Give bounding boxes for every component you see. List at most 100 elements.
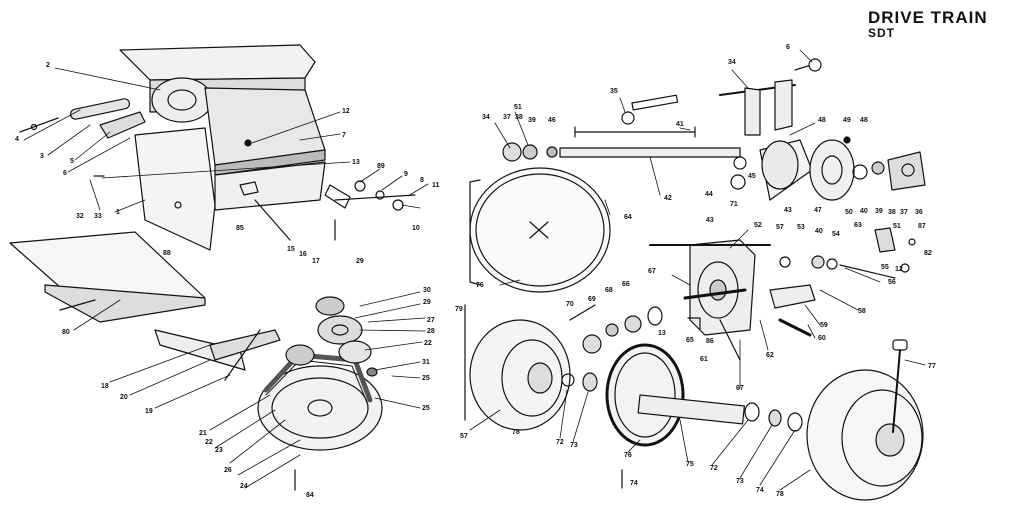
callout-56: 56 — [888, 279, 896, 286]
callout-38-a: 38 — [515, 114, 523, 121]
callout-12-right: 12 — [895, 266, 903, 273]
callout-65: 65 — [686, 337, 694, 344]
callout-13: 13 — [352, 159, 360, 166]
callout-77: 77 — [928, 363, 936, 370]
callout-2: 2 — [46, 62, 50, 69]
chute-plate — [9, 231, 206, 323]
callout-57-bottom: 57 — [460, 433, 468, 440]
callout-36: 36 — [915, 209, 923, 216]
leader-lines — [23, 49, 926, 491]
callout-18: 18 — [101, 383, 109, 390]
callout-34-b: 34 — [728, 59, 736, 66]
callout-62: 62 — [766, 352, 774, 359]
callout-43-a: 43 — [784, 207, 792, 214]
callout-5: 5 — [70, 158, 74, 165]
callout-51: 51 — [514, 104, 522, 111]
callout-38-b: 38 — [888, 209, 896, 216]
callout-45: 45 — [748, 173, 756, 180]
callout-80: 80 — [62, 329, 70, 336]
small-gears — [569, 304, 701, 354]
callout-89: 89 — [377, 163, 385, 170]
callout-1: 1 — [116, 209, 120, 216]
callout-40-a: 40 — [860, 208, 868, 215]
callout-57: 57 — [776, 224, 784, 231]
callout-66: 66 — [622, 281, 630, 288]
callout-73-left: 73 — [570, 442, 578, 449]
callout-78-right: 78 — [776, 491, 784, 498]
callout-73-right: 73 — [736, 478, 744, 485]
callout-64: 64 — [624, 214, 632, 221]
callout-6: 6 — [63, 170, 67, 177]
callout-74-left: 74 — [630, 480, 638, 487]
callout-51-right: 51 — [893, 223, 901, 230]
callout-16: 16 — [299, 251, 307, 258]
callout-52: 52 — [754, 222, 762, 229]
left-wheel — [464, 304, 598, 431]
callout-48-b: 48 — [860, 117, 868, 124]
callout-37-b: 37 — [900, 209, 908, 216]
callout-43-b: 43 — [706, 217, 714, 224]
auger-housing — [119, 44, 326, 251]
callout-22-low: 22 — [205, 439, 213, 446]
right-wheel — [806, 339, 924, 501]
callout-10: 10 — [412, 225, 420, 232]
callout-63: 63 — [854, 222, 862, 229]
callout-84-left: 84 — [306, 492, 314, 499]
callout-6-right: 6 — [786, 44, 790, 51]
callout-59: 59 — [820, 322, 828, 329]
callout-44: 44 — [705, 191, 713, 198]
callout-25-b: 25 — [422, 405, 430, 412]
callout-27: 27 — [427, 317, 435, 324]
callout-29: 29 — [423, 299, 431, 306]
callout-19: 19 — [145, 408, 153, 415]
callout-72-left: 72 — [556, 439, 564, 446]
callout-74-right: 74 — [756, 487, 764, 494]
callout-13-right: 13 — [658, 330, 666, 337]
callout-41: 41 — [676, 121, 684, 128]
callout-46-a: 46 — [548, 117, 556, 124]
linkage-rods — [93, 175, 416, 241]
callout-88: 88 — [163, 250, 171, 257]
callout-34-a: 34 — [482, 114, 490, 121]
callout-23: 23 — [215, 447, 223, 454]
callout-17: 17 — [312, 258, 320, 265]
callout-25-a: 25 — [422, 375, 430, 382]
callout-82: 82 — [924, 250, 932, 257]
callout-21: 21 — [199, 430, 207, 437]
callout-67-b: 67 — [736, 385, 744, 392]
callout-86: 86 — [706, 338, 714, 345]
callout-35: 35 — [610, 88, 618, 95]
callout-49-a: 49 — [843, 117, 851, 124]
callout-69: 69 — [588, 296, 596, 303]
callout-20: 20 — [120, 394, 128, 401]
callout-53: 53 — [797, 224, 805, 231]
callout-75: 75 — [686, 461, 694, 468]
diagram-title: DRIVE TRAIN — [868, 8, 988, 27]
callout-60: 60 — [818, 335, 826, 342]
callout-40-b: 40 — [815, 228, 823, 235]
upper-shaft-left — [19, 98, 146, 139]
callout-31: 31 — [422, 359, 430, 366]
callout-50: 50 — [845, 209, 853, 216]
callout-24: 24 — [240, 483, 248, 490]
callout-72-right: 72 — [710, 465, 718, 472]
callout-labels: 2 4 3 5 6 12 7 13 32 33 1 89 9 8 11 10 8… — [15, 44, 936, 499]
callout-37-a: 37 — [503, 114, 511, 121]
callout-47: 47 — [814, 207, 822, 214]
callout-79: 79 — [455, 306, 463, 313]
diagram-subtitle: SDT — [868, 26, 895, 40]
callout-3: 3 — [40, 153, 44, 160]
callout-7: 7 — [342, 132, 346, 139]
callout-15: 15 — [287, 246, 295, 253]
callout-48-a: 48 — [818, 117, 826, 124]
callout-9: 9 — [404, 171, 408, 178]
callout-39-a: 39 — [528, 117, 536, 124]
callout-54: 54 — [832, 231, 840, 238]
shift-bracket — [719, 58, 822, 136]
callout-30: 30 — [423, 287, 431, 294]
callout-87: 87 — [918, 223, 926, 230]
callout-61: 61 — [700, 356, 708, 363]
callout-32: 32 — [76, 213, 84, 220]
